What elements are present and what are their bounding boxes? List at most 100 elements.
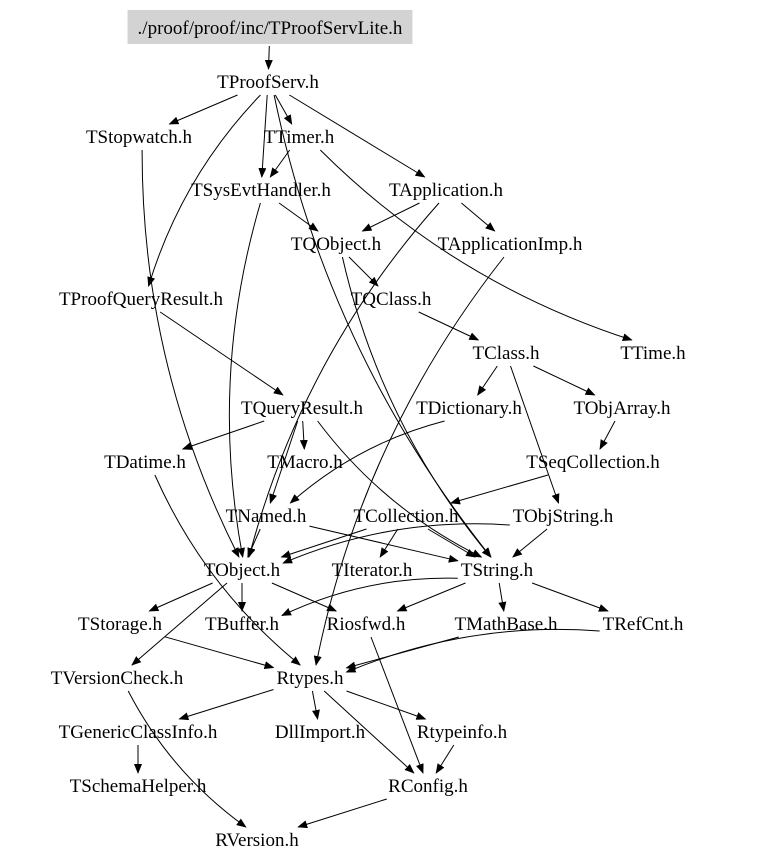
edge-tapplicationimp-to-rtypes: [313, 256, 505, 666]
node-riosfwd[interactable]: Riosfwd.h: [327, 614, 406, 635]
node-ttime[interactable]: TTime.h: [620, 343, 686, 364]
node-label: TTime.h: [620, 343, 686, 364]
node-label: TQObject.h: [291, 234, 382, 255]
node-ttimer[interactable]: TTimer.h: [264, 127, 335, 148]
node-tbuffer[interactable]: TBuffer.h: [205, 614, 280, 635]
edge-tstring-to-trefcnt: [531, 582, 609, 612]
node-label: Rtypeinfo.h: [417, 722, 508, 743]
edge-tsysevthandler-to-tqobject: [278, 202, 319, 232]
edge-tproofserv-to-tproofqueryresult: [147, 94, 261, 287]
node-trefcnt[interactable]: TRefCnt.h: [603, 614, 684, 635]
node-tqueryresult[interactable]: TQueryResult.h: [241, 398, 363, 419]
edge-ttimer-to-ttime: [319, 149, 633, 342]
node-tstorage[interactable]: TStorage.h: [78, 614, 162, 635]
edge-tobjarray-to-tseqcollection: [599, 420, 616, 450]
edge-rconfig-to-rversion: [297, 798, 387, 829]
node-tstopwatch[interactable]: TStopwatch.h: [86, 127, 193, 148]
node-rtypeinfo[interactable]: Rtypeinfo.h: [417, 722, 508, 743]
node-label: TQueryResult.h: [241, 398, 363, 419]
edge-tdatime-to-rtypes: [154, 474, 301, 666]
node-tcollection[interactable]: TCollection.h: [353, 506, 459, 527]
edge-tobject-to-riosfwd: [271, 582, 338, 612]
node-dllimport[interactable]: DllImport.h: [275, 722, 366, 743]
node-label: TQClass.h: [351, 289, 432, 310]
edge-tqueryresult-to-tdatime: [181, 420, 265, 450]
node-label: TVersionCheck.h: [51, 668, 184, 689]
graph-edges: [127, 45, 633, 829]
node-label: TIterator.h: [332, 560, 413, 581]
edge-tapplication-to-tapplicationimp: [461, 202, 496, 232]
node-label: TProofQueryResult.h: [59, 289, 224, 310]
edge-tseqcollection-to-tcollection: [450, 474, 549, 505]
edge-tclass-to-tobjarray: [533, 365, 596, 396]
node-tapplication[interactable]: TApplication.h: [389, 180, 504, 201]
edge-tobject-to-tversioncheck: [131, 582, 228, 666]
node-tclass[interactable]: TClass.h: [472, 343, 540, 364]
edge-trefcnt-to-rtypes: [345, 628, 600, 673]
edge-tproofqueryresult-to-tqueryresult: [159, 311, 284, 396]
node-label: TSchemaHelper.h: [70, 776, 207, 797]
node-tmathbase[interactable]: TMathBase.h: [455, 614, 558, 635]
edge-tqobject-to-tqclass: [348, 256, 379, 287]
node-label: TStorage.h: [78, 614, 162, 635]
node-tmacro[interactable]: TMacro.h: [267, 452, 343, 473]
node-tobjstring[interactable]: TObjString.h: [513, 506, 614, 527]
node-tproofserv[interactable]: TProofServ.h: [217, 72, 319, 93]
edge-tqobject-to-tstring: [341, 256, 492, 558]
root-node-box: [127, 10, 413, 44]
node-tstring[interactable]: TString.h: [461, 560, 534, 581]
edge-tstring-to-tmathbase: [498, 582, 507, 612]
edge-tobject-to-tstorage: [148, 582, 213, 612]
edge-rtypes-to-tgenericclassinfo: [178, 689, 274, 721]
node-label: TDatime.h: [104, 452, 186, 473]
edge-riosfwd-to-rconfig: [370, 636, 424, 774]
edge-tcollection-to-tstring: [427, 528, 476, 558]
node-tnamed[interactable]: TNamed.h: [226, 506, 307, 527]
node-tapplicationimp[interactable]: TApplicationImp.h: [438, 234, 583, 255]
edge-tobjstring-to-tstring: [512, 528, 548, 558]
node-tdatime[interactable]: TDatime.h: [104, 452, 186, 473]
node-tgenericclassinfo[interactable]: TGenericClassInfo.h: [59, 722, 218, 743]
node-tdictionary[interactable]: TDictionary.h: [416, 398, 522, 419]
node-tproofqueryresult[interactable]: TProofQueryResult.h: [59, 289, 224, 310]
edge-tclass-to-tobjstring: [510, 365, 560, 504]
node-label: TString.h: [461, 560, 534, 581]
node-tseqcollection[interactable]: TSeqCollection.h: [526, 452, 660, 473]
edge-tqueryresult-to-tmacro: [299, 420, 308, 450]
node-rtypes[interactable]: Rtypes.h: [276, 668, 344, 689]
node-label: TDictionary.h: [416, 398, 522, 419]
edge-tproofserv-to-tapplication: [289, 94, 426, 178]
node-tobjarray[interactable]: TObjArray.h: [573, 398, 671, 419]
node-rversion[interactable]: RVersion.h: [215, 830, 299, 851]
edge-tapplication-to-tqobject: [361, 202, 420, 232]
node-label: TBuffer.h: [205, 614, 280, 635]
node-root[interactable]: ./proof/proof/inc/TProofServLite.h: [127, 10, 413, 44]
edge-tnamed-to-tobject: [247, 528, 261, 558]
edge-tproofserv-to-tstopwatch: [168, 94, 238, 125]
edge-tdictionary-to-tnamed: [289, 420, 445, 504]
node-tqobject[interactable]: TQObject.h: [291, 234, 382, 255]
edge-tstring-to-riosfwd: [396, 582, 466, 612]
edge-tobjstring-to-tobject: [282, 523, 510, 564]
node-tsysevthandler[interactable]: TSysEvtHandler.h: [191, 180, 331, 201]
node-tversioncheck[interactable]: TVersionCheck.h: [51, 668, 184, 689]
edge-tnamed-to-tstring: [309, 525, 459, 563]
node-label: Riosfwd.h: [327, 614, 406, 635]
edge-tcollection-to-titerator: [379, 528, 399, 558]
edge-rtypes-to-rtypeinfo: [346, 690, 427, 720]
graph-nodes: ./proof/proof/inc/TProofServLite.hTProof…: [51, 10, 686, 851]
node-label: DllImport.h: [275, 722, 366, 743]
node-rconfig[interactable]: RConfig.h: [388, 776, 468, 797]
node-titerator[interactable]: TIterator.h: [332, 560, 413, 581]
node-label: TNamed.h: [226, 506, 307, 527]
node-label: TCollection.h: [353, 506, 459, 527]
node-tobject[interactable]: TObject.h: [204, 560, 281, 581]
node-label: TObject.h: [204, 560, 281, 581]
edge-tversioncheck-to-rversion: [127, 690, 247, 828]
node-label: TTimer.h: [264, 127, 335, 148]
edge-tclass-to-tdictionary: [477, 365, 498, 396]
node-tschemahelper[interactable]: TSchemaHelper.h: [70, 776, 207, 797]
node-tqclass[interactable]: TQClass.h: [351, 289, 432, 310]
edge-tstring-to-tbuffer: [281, 577, 458, 616]
